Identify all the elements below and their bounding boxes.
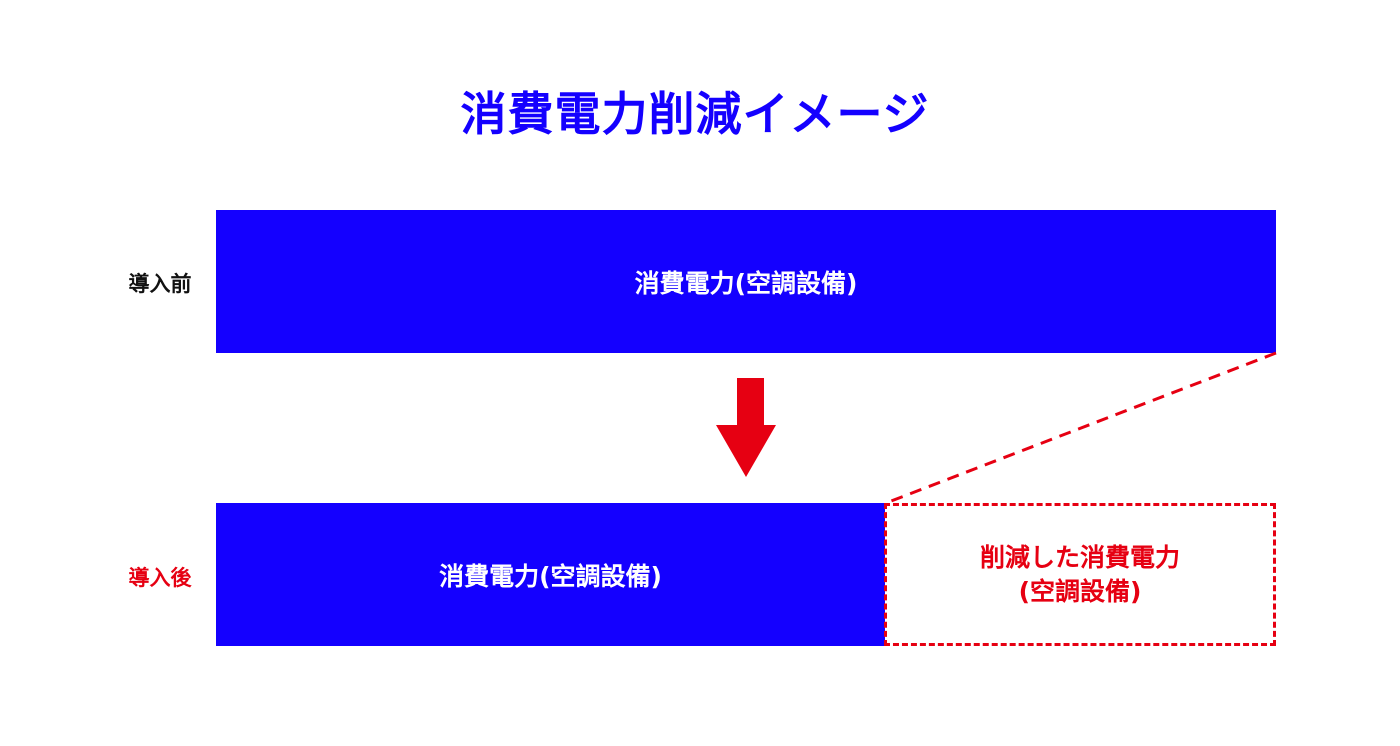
down-arrow-icon (716, 378, 776, 477)
before-consumption-bar: 消費電力(空調設備) (216, 210, 1276, 353)
reduced-consumption-box: 削減した消費電力 (空調設備) (884, 503, 1276, 646)
reduced-text-line2: (空調設備) (1018, 576, 1142, 606)
after-consumption-bar: 消費電力(空調設備) (216, 503, 885, 646)
after-bar-text: 消費電力(空調設備) (439, 561, 662, 591)
before-label: 導入前 (128, 272, 192, 296)
before-bar-text: 消費電力(空調設備) (634, 268, 858, 298)
after-label: 導入後 (128, 566, 192, 590)
reduced-text-line1: 削減した消費電力 (979, 542, 1180, 572)
dashed-connector-line (885, 351, 1277, 505)
diagram-title: 消費電力削減イメージ (460, 87, 930, 141)
